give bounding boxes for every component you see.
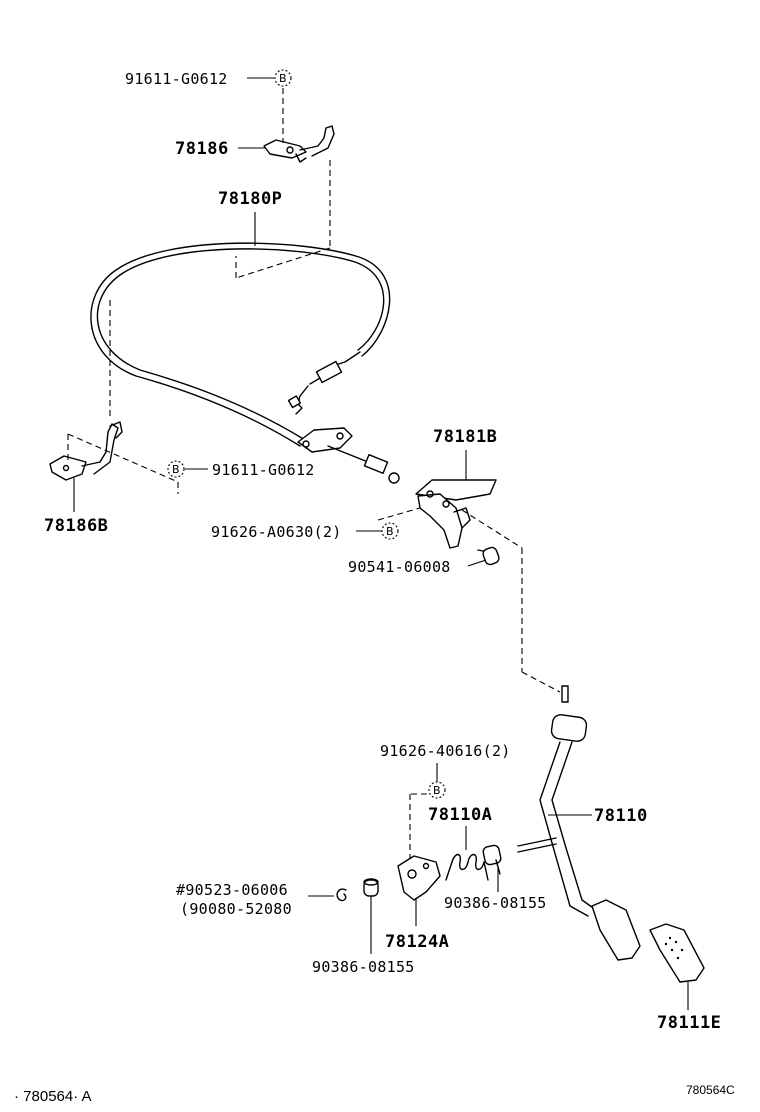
cushion-right-part: [482, 844, 502, 875]
callout-b-support: B: [381, 522, 399, 540]
bracket-top-part: [263, 125, 335, 163]
support-part: [415, 479, 497, 549]
label-bracket-top: 78186: [175, 139, 229, 159]
dash-cable-top: [235, 247, 331, 279]
dash-support-c: [521, 671, 561, 693]
label-pad: 78111E: [657, 1013, 721, 1033]
callout-b-mid: B: [167, 460, 185, 478]
callout-b-top: B: [274, 69, 292, 87]
pedal-arm-part: [517, 685, 641, 961]
label-bolt-top: 91611-G0612: [125, 70, 228, 88]
label-spring: 78110A: [428, 805, 492, 825]
svg-text:B: B: [386, 525, 394, 538]
pad-part: [649, 923, 705, 983]
label-stopper-top: 90541-06008: [348, 558, 451, 576]
cable-part: [90, 242, 391, 447]
cable-end-part: [297, 427, 400, 484]
label-bracket-pedal: 78124A: [385, 932, 449, 952]
bracket-pedal-part: [397, 855, 441, 901]
label-bolt-mid: 91611-G0612: [212, 461, 315, 479]
stopper-top-part: [477, 546, 500, 566]
footer-left-code: · 780564· A: [14, 1088, 92, 1105]
label-pedal: 78110: [594, 806, 648, 826]
label-support: 78181B: [433, 427, 497, 447]
label-cable: 78180P: [218, 189, 282, 209]
label-bolt-pedal: 91626-40616(2): [380, 742, 511, 760]
label-clip-alt: (90080-52080: [180, 900, 292, 918]
cushion-left-part: [363, 878, 379, 897]
bracket-left-part: [49, 421, 123, 481]
svg-text:B: B: [172, 463, 180, 476]
dash-bracket-left-d: [67, 433, 179, 483]
dash-support-a: [461, 509, 523, 549]
clip-part: [336, 888, 347, 902]
callout-b-pedal: B: [428, 781, 446, 799]
svg-text:B: B: [279, 72, 287, 85]
svg-text:B: B: [433, 784, 441, 797]
label-cushion-right: 90386-08155: [444, 894, 547, 912]
spring-part: [445, 853, 489, 881]
label-cushion-left: 90386-08155: [312, 958, 415, 976]
dash-support-bolt: [377, 507, 421, 521]
leader-stopper-top: [467, 559, 487, 567]
footer-right-code: 780564C: [686, 1083, 735, 1097]
label-bracket-left: 78186B: [44, 516, 108, 536]
label-bolt-support: 91626-A0630(2): [211, 523, 342, 541]
label-clip: #90523-06006: [176, 881, 288, 899]
